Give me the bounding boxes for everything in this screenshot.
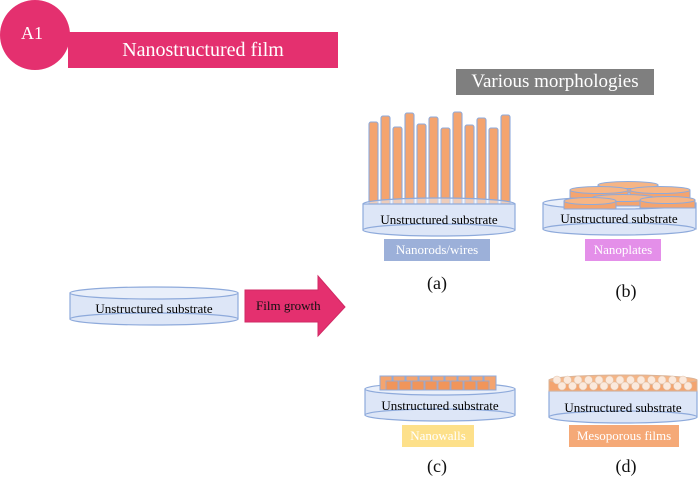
title-text: Nanostructured film bbox=[122, 38, 284, 61]
section-badge-label: A1 bbox=[21, 22, 43, 43]
substrate-d-label: Unstructured substrate bbox=[564, 400, 682, 415]
caption-nanowalls: Nanowalls bbox=[402, 425, 474, 447]
pore bbox=[568, 381, 577, 391]
pore bbox=[552, 375, 562, 385]
pore bbox=[578, 381, 588, 391]
nanoplate-top bbox=[569, 186, 629, 194]
nanorod bbox=[404, 112, 415, 211]
nanorod bbox=[392, 126, 403, 211]
panel-a-tag: (a) bbox=[427, 273, 447, 293]
pore bbox=[620, 381, 630, 391]
pore bbox=[647, 375, 656, 385]
pore bbox=[605, 375, 614, 385]
nanowalls-structure bbox=[379, 375, 497, 391]
nanorod bbox=[416, 123, 427, 211]
caption-nanowalls-text: Nanowalls bbox=[410, 428, 466, 443]
initial-substrate-label: Unstructured substrate bbox=[95, 301, 213, 316]
nanowall-front bbox=[463, 380, 477, 391]
substrate-a-label: Unstructured substrate bbox=[380, 212, 498, 227]
film-growth-label: Film growth bbox=[256, 298, 321, 313]
film-growth-arrow: Film growth bbox=[244, 274, 346, 338]
nanoplate-top bbox=[629, 186, 691, 194]
nanowall-front bbox=[424, 380, 438, 391]
caption-mesoporous: Mesoporous films bbox=[569, 425, 679, 447]
nanorod bbox=[452, 111, 463, 211]
pore bbox=[615, 375, 625, 385]
substrate-d bbox=[548, 390, 698, 424]
pore bbox=[631, 381, 640, 391]
pore bbox=[683, 381, 693, 391]
panel-b-tag: (b) bbox=[615, 281, 637, 301]
nanowall-front bbox=[398, 380, 412, 391]
initial-substrate: Unstructured substrate bbox=[69, 286, 239, 326]
substrate-b-label: Unstructured substrate bbox=[560, 211, 678, 226]
pore bbox=[584, 375, 593, 385]
section-badge: A1 bbox=[0, 0, 70, 70]
caption-nanorods: Nanorods/wires bbox=[384, 239, 490, 261]
mesoporous-film-structure bbox=[548, 374, 698, 392]
title-banner: Nanostructured film bbox=[68, 32, 338, 68]
nanowall-front bbox=[411, 380, 425, 391]
nanorods-structure bbox=[362, 111, 516, 211]
caption-nanoplates: Nanoplates bbox=[585, 239, 661, 261]
substrate-a: Unstructured substrate bbox=[362, 203, 516, 237]
nanorod bbox=[488, 127, 499, 211]
morphologies-heading: Various morphologies bbox=[456, 69, 654, 95]
substrate-b bbox=[542, 196, 697, 236]
pore bbox=[626, 375, 635, 385]
nanowall-front bbox=[450, 380, 464, 391]
nanoplate-top bbox=[639, 196, 696, 204]
nanorod bbox=[476, 117, 487, 211]
pore bbox=[610, 381, 619, 391]
pore bbox=[563, 375, 572, 385]
caption-mesoporous-text: Mesoporous films bbox=[576, 428, 672, 443]
pore bbox=[668, 375, 677, 385]
caption-nanoplates-text: Nanoplates bbox=[593, 242, 653, 257]
pore bbox=[636, 375, 646, 385]
pore bbox=[594, 375, 604, 385]
nanowall-front bbox=[437, 380, 451, 391]
morphologies-heading-text: Various morphologies bbox=[471, 71, 639, 92]
nanorod bbox=[368, 121, 379, 211]
nanorod bbox=[464, 124, 475, 211]
pore bbox=[678, 375, 688, 385]
pore bbox=[662, 381, 672, 391]
nanorod bbox=[428, 116, 439, 211]
pore bbox=[573, 375, 583, 385]
nanowall-front bbox=[385, 380, 399, 391]
nanorod bbox=[380, 115, 391, 211]
panel-c-tag: (c) bbox=[427, 456, 447, 476]
pore bbox=[641, 381, 651, 391]
nanoplate-top bbox=[563, 197, 617, 205]
pore bbox=[657, 375, 667, 385]
pore bbox=[557, 381, 567, 391]
pore bbox=[589, 381, 598, 391]
nanorod bbox=[500, 114, 511, 211]
nanoplates-structure bbox=[563, 181, 696, 210]
caption-nanorods-text: Nanorods/wires bbox=[395, 242, 479, 257]
pore bbox=[652, 381, 661, 391]
panel-d-tag: (d) bbox=[615, 456, 637, 476]
pore bbox=[673, 381, 682, 391]
pore bbox=[599, 381, 609, 391]
nanowall-front bbox=[476, 380, 490, 391]
substrate-c-label: Unstructured substrate bbox=[381, 398, 499, 413]
